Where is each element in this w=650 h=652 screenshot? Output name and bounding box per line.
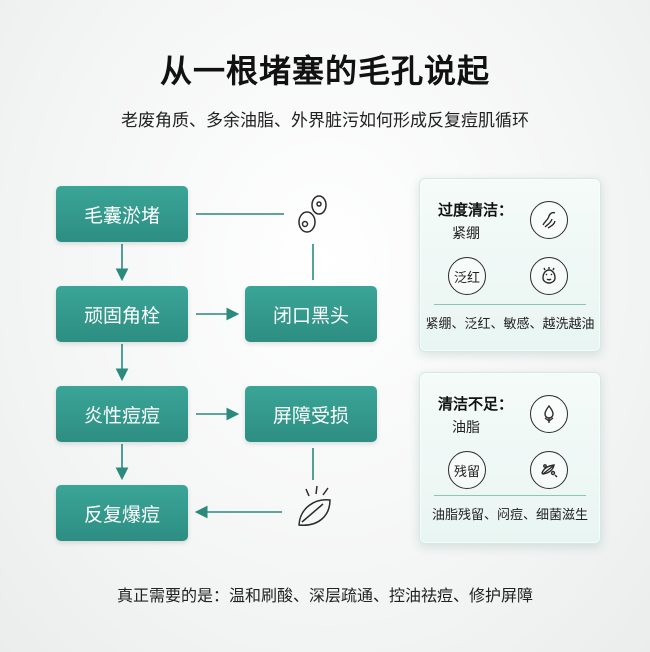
flow-step-recurring-breakout: 反复爆痘	[56, 485, 188, 541]
flow-side-closed-comedone: 闭口黑头	[245, 286, 377, 342]
tight-skin-icon	[530, 201, 568, 239]
redness-badge: 泛红	[448, 257, 486, 295]
page-subtitle: 老废角质、多余油脂、外界脏污如何形成反复痘肌循环	[121, 111, 529, 131]
flow-step-keratin-plug: 顽固角栓	[56, 286, 188, 342]
irritated-skin-icon	[298, 485, 331, 526]
card-divider	[434, 304, 586, 305]
card-under-cleansing: 清洁不足： 油脂 残留 油脂残留、闷痘、细菌滋生	[419, 372, 601, 544]
page-title: 从一根堵塞的毛孔说起	[159, 52, 490, 90]
oil-drop-icon	[530, 395, 568, 433]
card-heading: 过度清洁：	[438, 201, 514, 219]
clogged-pore-icon	[298, 195, 327, 233]
card-heading: 清洁不足：	[438, 395, 514, 413]
card-footer: 油脂残留、闷痘、细菌滋生	[431, 508, 588, 523]
conclusion-text: 真正需要的是：温和刷酸、深层疏通、控油祛痘、修护屏障	[116, 586, 533, 605]
residue-badge: 残留	[448, 451, 486, 489]
sensitive-face-icon	[530, 257, 568, 295]
card-subtext: 紧绷	[452, 226, 480, 242]
card-footer: 紧绷、泛红、敏感、越洗越油	[425, 317, 595, 332]
flow-step-inflamed-acne: 炎性痘痘	[56, 386, 188, 442]
flow-side-barrier-damage: 屏障受损	[245, 386, 377, 442]
card-over-cleansing: 过度清洁： 紧绷 泛红 紧绷、泛红、敏感、越洗越油	[419, 178, 601, 352]
card-divider	[434, 495, 586, 496]
card-subtext: 油脂	[452, 420, 480, 436]
flow-step-follicle-clog: 毛囊淤堵	[56, 186, 188, 242]
bacteria-icon	[530, 451, 568, 489]
